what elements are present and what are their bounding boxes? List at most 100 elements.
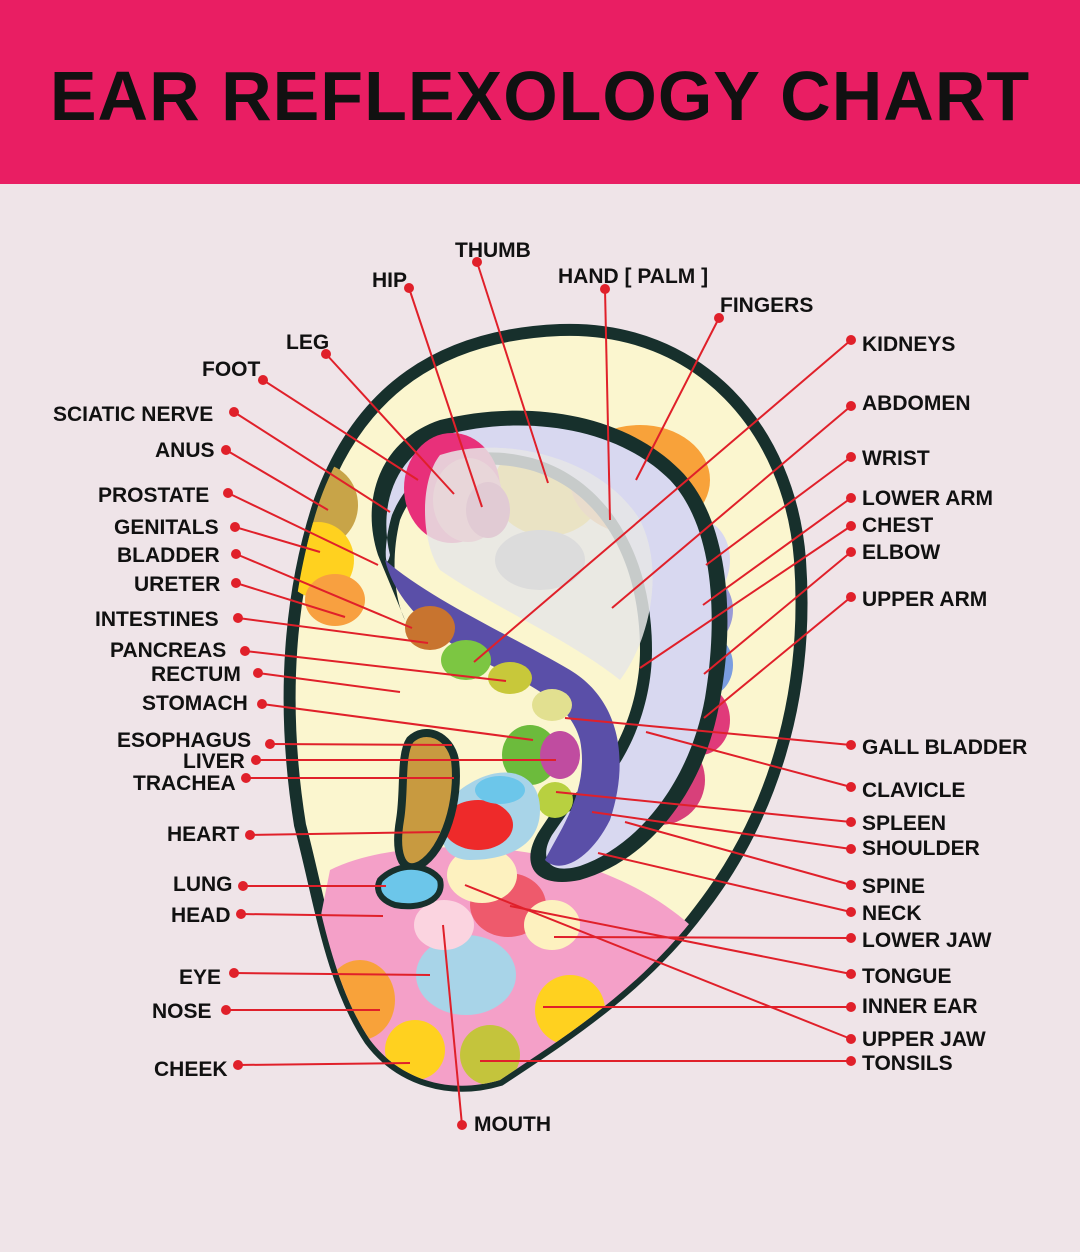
label-stomach: STOMACH xyxy=(142,692,248,715)
leader-dot-lower-arm xyxy=(846,493,856,503)
leader-line-rectum xyxy=(257,672,401,693)
leader-dot-clavicle xyxy=(846,782,856,792)
label-tongue: TONGUE xyxy=(862,965,951,988)
label-rectum: RECTUM xyxy=(151,663,241,686)
leader-line-mouth xyxy=(442,924,463,1126)
leader-line-stomach xyxy=(261,703,534,741)
zone-abdomen xyxy=(495,530,585,590)
leader-dot-sciatic-nerve xyxy=(229,407,239,417)
label-hip: HIP xyxy=(372,269,407,292)
label-elbow: ELBOW xyxy=(862,541,940,564)
leader-line-kidneys xyxy=(473,339,852,663)
leader-dot-liver xyxy=(251,755,261,765)
zone-lower-jaw xyxy=(447,847,517,903)
label-eye: EYE xyxy=(179,966,221,989)
leader-line-thumb xyxy=(476,261,549,484)
title-banner: EAR REFLEXOLOGY CHART xyxy=(0,0,1080,184)
label-leg: LEG xyxy=(286,331,329,354)
label-thumb: THUMB xyxy=(455,239,531,262)
leader-dot-gall-bladder xyxy=(846,740,856,750)
leader-dot-shoulder xyxy=(846,844,856,854)
leader-dot-chest xyxy=(846,521,856,531)
leader-dot-tongue xyxy=(846,969,856,979)
leader-line-chest xyxy=(639,525,852,669)
label-neck: NECK xyxy=(862,902,922,925)
leader-dot-inner-ear xyxy=(846,1002,856,1012)
label-bladder: BLADDER xyxy=(117,544,220,567)
leader-dot-hip xyxy=(404,283,414,293)
zone-ureter xyxy=(305,574,365,626)
leader-line-abdomen xyxy=(611,405,852,609)
leader-dot-lung xyxy=(238,881,248,891)
leader-line-elbow xyxy=(703,551,852,675)
leader-dot-elbow xyxy=(846,547,856,557)
zone-heart xyxy=(443,800,513,850)
label-abdomen: ABDOMEN xyxy=(862,392,971,415)
leader-dot-spleen xyxy=(846,817,856,827)
leader-dot-trachea xyxy=(241,773,251,783)
leader-dot-neck xyxy=(846,907,856,917)
leader-line-genitals xyxy=(234,526,321,553)
leader-dot-esophagus xyxy=(265,739,275,749)
label-upper-jaw: UPPER JAW xyxy=(862,1028,986,1051)
leader-line-upper-jaw xyxy=(464,884,852,1040)
leader-line-shoulder xyxy=(591,811,852,850)
label-liver: LIVER xyxy=(183,750,245,773)
zone-lung xyxy=(375,863,444,910)
leader-dot-lower-jaw xyxy=(846,933,856,943)
leader-dot-heart xyxy=(245,830,255,840)
label-trachea: TRACHEA xyxy=(133,772,236,795)
label-genitals: GENITALS xyxy=(114,516,219,539)
leader-line-spine xyxy=(624,821,852,886)
leader-line-lower-arm xyxy=(702,497,852,606)
label-foot: FOOT xyxy=(202,358,260,381)
leader-dot-fingers xyxy=(714,313,724,323)
label-sciatic-nerve: SCIATIC NERVE xyxy=(53,403,213,426)
zone-spleen xyxy=(537,782,573,818)
chart-title: EAR REFLEXOLOGY CHART xyxy=(49,57,1031,135)
leader-dot-upper-jaw xyxy=(846,1034,856,1044)
leader-line-anus xyxy=(225,449,329,511)
leader-line-spleen xyxy=(555,791,852,823)
leader-line-heart xyxy=(249,831,441,836)
label-gall-bladder: GALL BLADDER xyxy=(862,736,1027,759)
leader-dot-kidneys xyxy=(846,335,856,345)
label-fingers: FINGERS xyxy=(720,294,813,317)
leader-dot-hand-palm xyxy=(600,284,610,294)
zone-trachea xyxy=(475,776,525,804)
label-inner-ear: INNER EAR xyxy=(862,995,978,1018)
label-kidneys: KIDNEYS xyxy=(862,333,955,356)
label-pancreas: PANCREAS xyxy=(110,639,226,662)
leader-dot-bladder xyxy=(231,549,241,559)
leader-line-neck xyxy=(597,852,852,913)
zone-eye xyxy=(416,935,516,1015)
leader-line-eye xyxy=(233,972,431,976)
leader-line-prostate xyxy=(227,492,379,566)
label-tonsils: TONSILS xyxy=(862,1052,953,1075)
leader-dot-tonsils xyxy=(846,1056,856,1066)
label-heart: HEART xyxy=(167,823,240,846)
label-anus: ANUS xyxy=(155,439,215,462)
label-spleen: SPLEEN xyxy=(862,812,946,835)
leader-line-hand-palm xyxy=(604,288,611,521)
leader-line-tongue xyxy=(509,905,852,975)
label-mouth: MOUTH xyxy=(474,1113,551,1136)
leader-dot-pancreas xyxy=(240,646,250,656)
label-clavicle: CLAVICLE xyxy=(862,779,965,802)
zone-liver xyxy=(502,725,558,785)
leader-dot-head xyxy=(236,909,246,919)
leader-line-hip xyxy=(408,287,483,508)
leader-line-foot xyxy=(262,379,419,481)
leader-line-clavicle xyxy=(645,731,852,788)
label-spine: SPINE xyxy=(862,875,925,898)
leader-dot-thumb xyxy=(472,257,482,267)
leader-dot-intestines xyxy=(233,613,243,623)
leader-line-esophagus xyxy=(269,743,453,746)
label-cheek: CHEEK xyxy=(154,1058,228,1081)
zone-tonsils xyxy=(460,1025,520,1085)
leader-line-fingers xyxy=(635,317,720,481)
label-intestines: INTESTINES xyxy=(95,608,219,631)
leader-dot-anus xyxy=(221,445,231,455)
leader-dot-eye xyxy=(229,968,239,978)
label-ureter: URETER xyxy=(134,573,220,596)
